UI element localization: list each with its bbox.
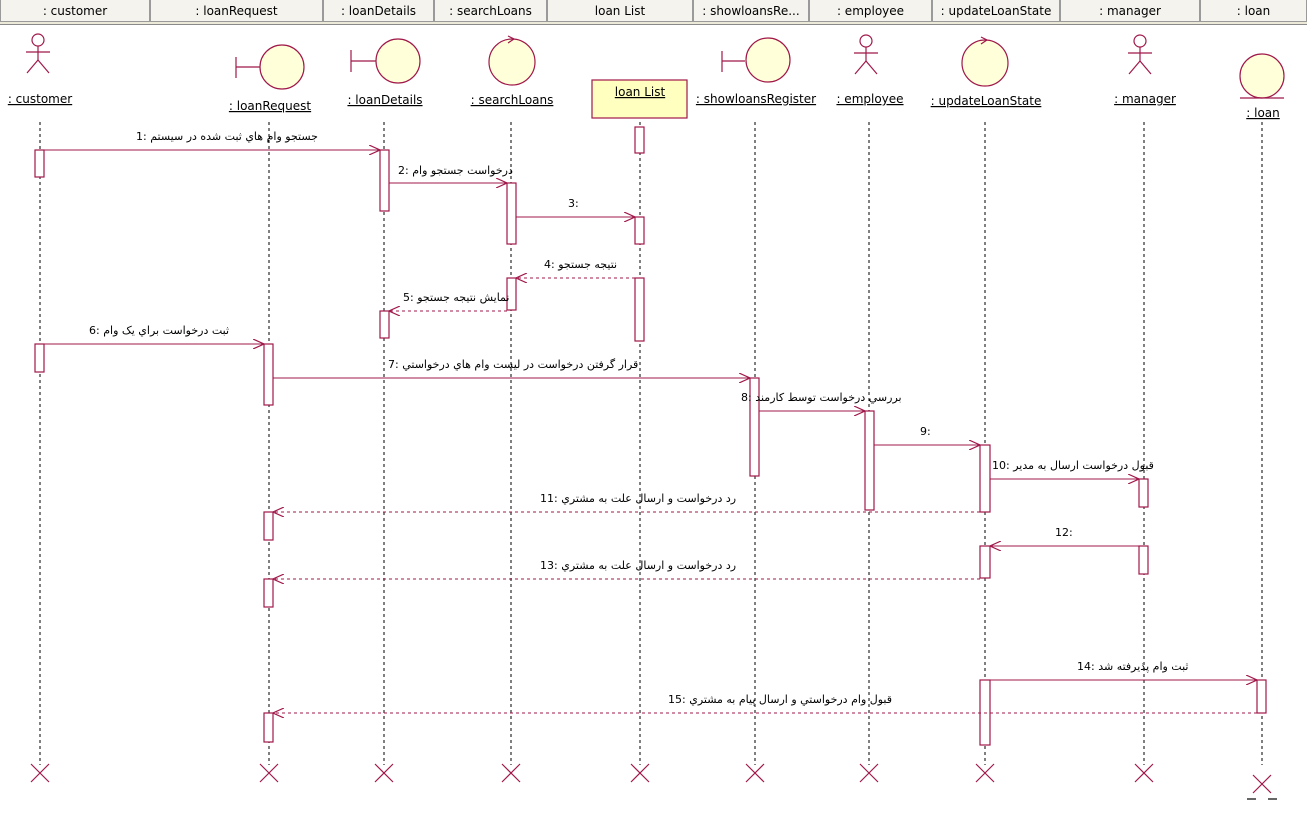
diagram-canvas: : customer : loanRequest : loanDetails :… (0, 24, 1307, 827)
object-label: : showloansRegister (696, 92, 816, 106)
lifelines (39, 122, 1263, 765)
object-loan[interactable]: : loan (1239, 53, 1285, 120)
activation-bar (263, 712, 274, 743)
destroy-x-icon (374, 763, 394, 783)
object-label: : loanDetails (347, 93, 422, 107)
object-loandetails[interactable]: : loanDetails (347, 38, 423, 107)
message-label-1[interactable]: جستجو وام هاي ثبت شده در سيستم :1 (136, 130, 318, 143)
object-employee[interactable]: : employee (836, 34, 904, 106)
destroy-x-icon (745, 763, 765, 783)
activation-bar (979, 444, 991, 513)
activation-bar (506, 182, 517, 245)
object-label: : loan (1246, 106, 1280, 120)
object-label: : customer (8, 92, 72, 106)
object-label: : employee (836, 92, 903, 106)
control-icon (488, 35, 536, 86)
activation-bar (263, 343, 274, 406)
activation-bar (263, 511, 274, 541)
message-label-11[interactable]: رد درخواست و ارسال علت به مشتري :11 (540, 492, 736, 505)
object-loanrequest[interactable]: : loanRequest (229, 44, 312, 113)
boundary-icon (721, 37, 791, 83)
activation-bar (379, 149, 390, 212)
activation-bar (634, 277, 645, 342)
activation-bar (634, 216, 645, 245)
message-label-15[interactable]: قبول وام درخواستي و ارسال پيام به مشتري … (668, 693, 892, 706)
activations (34, 126, 1267, 746)
object-label: : updateLoanState (931, 94, 1042, 108)
boundary-icon (350, 38, 421, 84)
object-loanlist[interactable]: loan List (591, 79, 688, 119)
header-column-loan[interactable]: : loan (1200, 0, 1307, 22)
activation-bar (263, 578, 274, 608)
header-column-customer[interactable]: : customer (0, 0, 150, 22)
message-label-3[interactable]: 3: (568, 197, 579, 210)
object-customer[interactable]: : customer (8, 33, 72, 106)
destroy-markers (30, 763, 1277, 800)
object-manager[interactable]: : manager (1114, 34, 1176, 106)
message-label-13[interactable]: رد درخواست و ارسال علت به مشتري :13 (540, 559, 736, 572)
destroy-x-icon (30, 763, 50, 783)
header-column-employee[interactable]: : employee (809, 0, 932, 22)
object-label: : manager (1114, 92, 1176, 106)
message-label-10[interactable]: قبول درخواست ارسال به مدير :10 (992, 459, 1154, 472)
actor-icon (1128, 34, 1152, 75)
object-showloansregister[interactable]: : showloansRegister (696, 37, 816, 106)
activation-bar (379, 310, 390, 339)
activation-bar (749, 377, 760, 477)
activation-bar (1138, 545, 1149, 575)
message-label-8[interactable]: بررسي درخواست توسط کارمند :8 (741, 391, 902, 404)
object-updateloanstate[interactable]: : updateLoanState (931, 36, 1042, 108)
control-icon (961, 36, 1009, 87)
destroy-x-icon (1134, 763, 1154, 783)
actor-icon (26, 33, 50, 74)
message-label-6[interactable]: ثبت درخواست براي يک وام :6 (89, 324, 229, 337)
header-column-manager[interactable]: : manager (1060, 0, 1200, 22)
sequence-diagram: : customer : loanRequest : loanDetails :… (8, 33, 1285, 800)
message-label-14[interactable]: ثبت وام پذيرفته شد :14 (1077, 660, 1189, 673)
activation-bar (1256, 679, 1267, 714)
activation-bar (34, 343, 45, 373)
actor-icon (854, 34, 878, 75)
header-column-loandetails[interactable]: : loanDetails (323, 0, 434, 22)
message-label-5[interactable]: نمايش نتيجه جستجو :5 (403, 291, 509, 304)
activation-bar (34, 149, 45, 178)
message-label-2[interactable]: درخواست جستجو وام :2 (398, 164, 513, 177)
destroy-x-icon (975, 763, 995, 783)
header-column-searchloans[interactable]: : searchLoans (434, 0, 547, 22)
message-labels: جستجو وام هاي ثبت شده در سيستم :1 درخواس… (89, 130, 1189, 706)
activation-bar (864, 410, 875, 511)
destroy-x-icon (859, 763, 879, 783)
activation-bar (634, 126, 645, 154)
header-column-updateloanstate[interactable]: : updateLoanState (932, 0, 1060, 22)
messages (44, 150, 1257, 713)
header-column-loanlist[interactable]: loan List (547, 0, 693, 22)
destroy-x-icon (501, 763, 521, 783)
object-searchloans[interactable]: : searchLoans (471, 35, 554, 107)
destroy-x-icon (630, 763, 650, 783)
boundary-icon (235, 44, 305, 90)
message-label-9[interactable]: 9: (920, 425, 931, 438)
destroy-x-icon (1252, 774, 1272, 794)
diagram-header-bar: : customer : loanRequest : loanDetails :… (0, 0, 1307, 25)
activation-bar (1138, 478, 1149, 508)
object-label: : searchLoans (471, 93, 554, 107)
entity-icon (1239, 53, 1285, 99)
header-column-loanrequest[interactable]: : loanRequest (150, 0, 323, 22)
message-label-7[interactable]: قرار گرفتن درخواست در ليست وام هاي درخوا… (388, 358, 638, 371)
note-box (591, 79, 688, 119)
message-label-12[interactable]: 12: (1055, 526, 1073, 539)
activation-bar (506, 277, 517, 311)
destroy-x-icon (259, 763, 279, 783)
object-label: : loanRequest (229, 99, 312, 113)
object-label: loan List (615, 85, 666, 99)
header-column-showloansregister[interactable]: : showloansRe... (693, 0, 809, 22)
activation-bar (979, 545, 991, 579)
message-label-4[interactable]: نتيجه جستجو :4 (544, 258, 617, 271)
